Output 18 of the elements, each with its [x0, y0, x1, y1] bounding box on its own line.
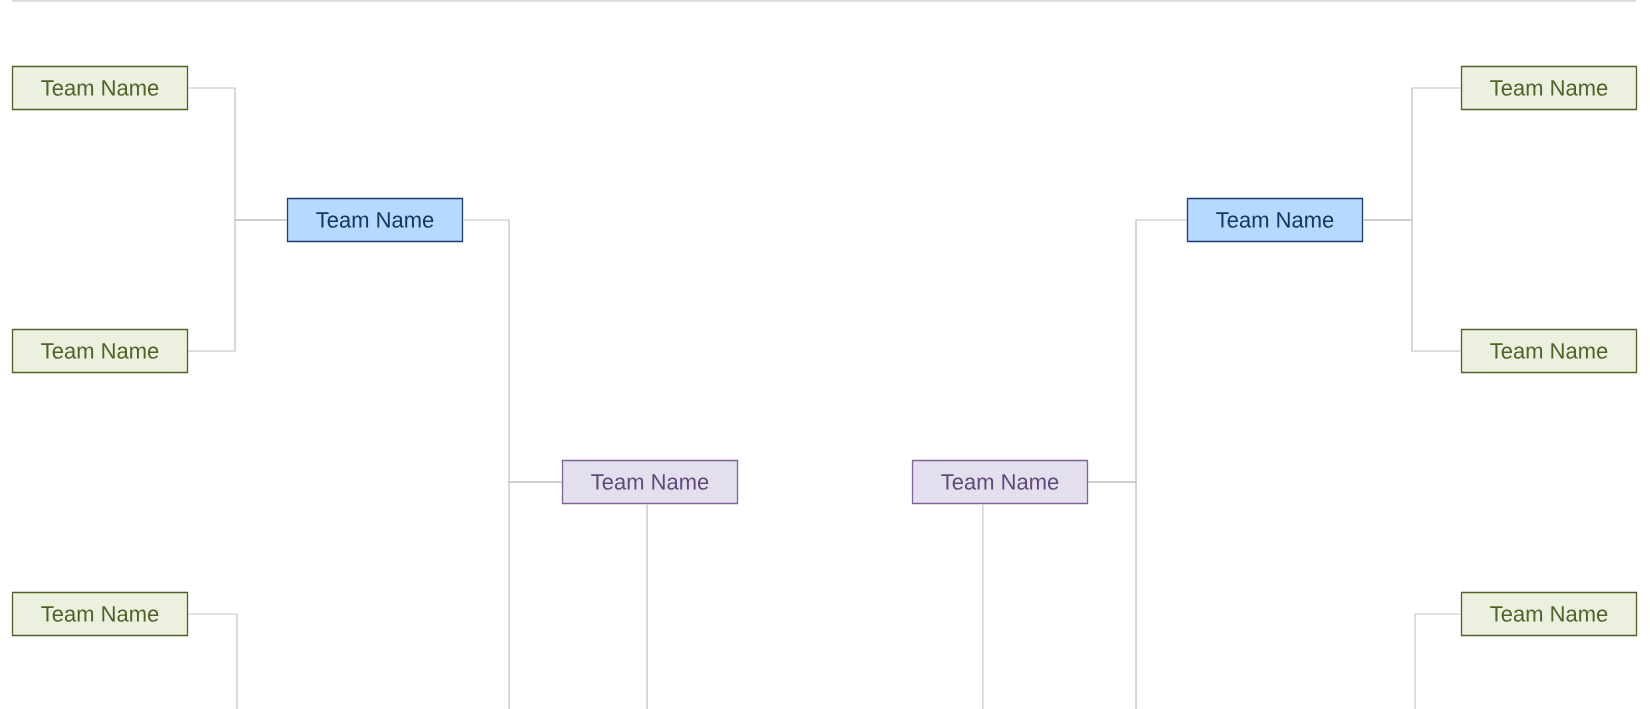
bracket-line — [982, 503, 984, 709]
team-box: Team Name — [911, 459, 1089, 505]
bracket-line — [187, 219, 288, 352]
bracket-line — [1087, 481, 1137, 709]
team-box: Team Name — [286, 197, 464, 243]
bracket-line — [1414, 613, 1462, 709]
bracket-line — [187, 613, 238, 709]
team-box: Team Name — [561, 459, 739, 505]
team-box: Team Name — [11, 328, 189, 374]
bracket-line — [508, 481, 563, 709]
team-box: Team Name — [1186, 197, 1364, 243]
team-box: Team Name — [11, 591, 189, 637]
team-box: Team Name — [1460, 591, 1638, 637]
bracket-line — [1362, 219, 1462, 352]
team-box: Team Name — [1460, 328, 1638, 374]
team-box: Team Name — [11, 65, 189, 111]
bracket-line — [646, 503, 648, 709]
team-box: Team Name — [1460, 65, 1638, 111]
